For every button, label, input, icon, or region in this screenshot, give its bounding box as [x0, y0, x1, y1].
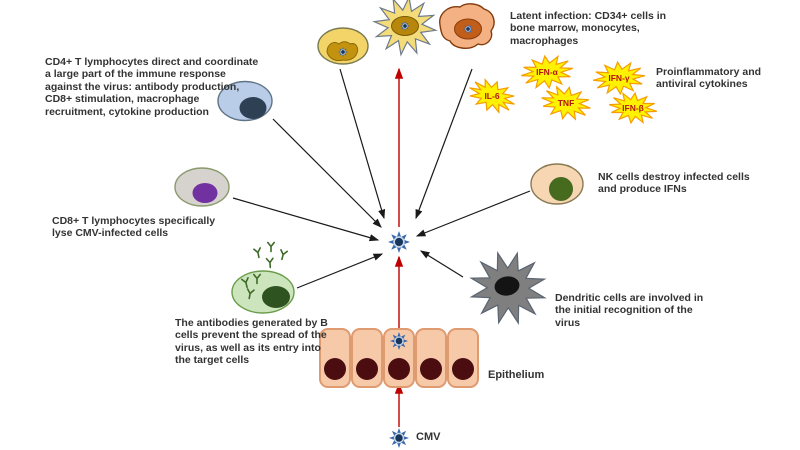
infected-macrophage-cell	[370, 0, 439, 59]
b-cell-nucleus	[262, 286, 290, 308]
epithelium-cells	[319, 328, 479, 388]
arrow-monocyte-to-virus	[339, 68, 386, 220]
epithelial-nucleus	[324, 358, 346, 380]
epithelial-nucleus	[388, 358, 410, 380]
nk-nucleus	[549, 177, 573, 201]
immune-arrows	[232, 68, 531, 289]
central-virus-icon	[388, 231, 410, 253]
cd4-t-cell	[217, 80, 273, 122]
epithelial-virus-icon	[390, 332, 408, 350]
infected-cd34-cell	[439, 3, 495, 49]
cytokine-label-ifnb: IFN-β	[622, 103, 644, 113]
epithelial-nucleus	[420, 358, 442, 380]
arrow-dendritic-to-virus	[419, 250, 464, 278]
cytokine-label-tnf: TNF	[558, 98, 575, 108]
cytokine-label-ifng: IFN-γ	[608, 73, 630, 83]
nk-cell	[530, 163, 584, 205]
virus-icon	[463, 24, 473, 34]
antibody-icon	[265, 257, 275, 269]
virus-icon	[400, 21, 410, 31]
cytokine-label-ifna: IFN-α	[536, 67, 559, 77]
cytokine-bursts	[464, 53, 659, 127]
cmv-label: CMV	[416, 431, 441, 443]
antibody-icon	[253, 247, 263, 259]
cd4-nucleus	[239, 97, 267, 119]
cd8-nucleus	[192, 183, 218, 203]
b-cell	[231, 241, 295, 314]
dendritic-nucleus	[494, 276, 520, 296]
note-latent-infection: Latent infection: CD34+ cells in bone ma…	[510, 10, 667, 47]
cytokine-label-il6: IL-6	[484, 91, 499, 101]
note-dendritic-cells: Dendritic cells are involved in the init…	[555, 292, 704, 329]
arrow-cd8-to-virus	[232, 197, 380, 242]
arrow-cd4-to-virus	[272, 118, 382, 228]
epithelium-label: Epithelium	[488, 369, 545, 381]
epithelial-nucleus	[356, 358, 378, 380]
virus-icon	[338, 47, 348, 57]
arrow-cd34-to-virus	[415, 68, 473, 220]
dendritic-cell	[462, 243, 554, 332]
note-cytokines: Proinflammatory and antiviral cytokines	[656, 66, 762, 91]
antibody-icon	[266, 241, 276, 253]
note-b-cells: The antibodies generated by B cells prev…	[175, 317, 328, 367]
note-nk-cells: NK cells destroy infected cells and prod…	[598, 171, 750, 196]
note-cd8: CD8+ T lymphocytes specifically lyse CMV…	[52, 215, 216, 240]
cd8-t-cell	[174, 167, 230, 207]
arrow-bcell-to-virus	[296, 253, 384, 289]
cytokine-burst-labels: IL-6 IFN-α TNF IFN-γ IFN-β	[484, 67, 643, 113]
antibody-icon	[278, 249, 288, 261]
arrow-nk-to-virus	[415, 190, 531, 237]
infected-monocyte-cell	[317, 27, 369, 65]
epithelial-nucleus	[452, 358, 474, 380]
note-cd4: CD4+ T lymphocytes direct and coordinate…	[45, 56, 259, 118]
cmv-virus-icon	[389, 428, 409, 448]
